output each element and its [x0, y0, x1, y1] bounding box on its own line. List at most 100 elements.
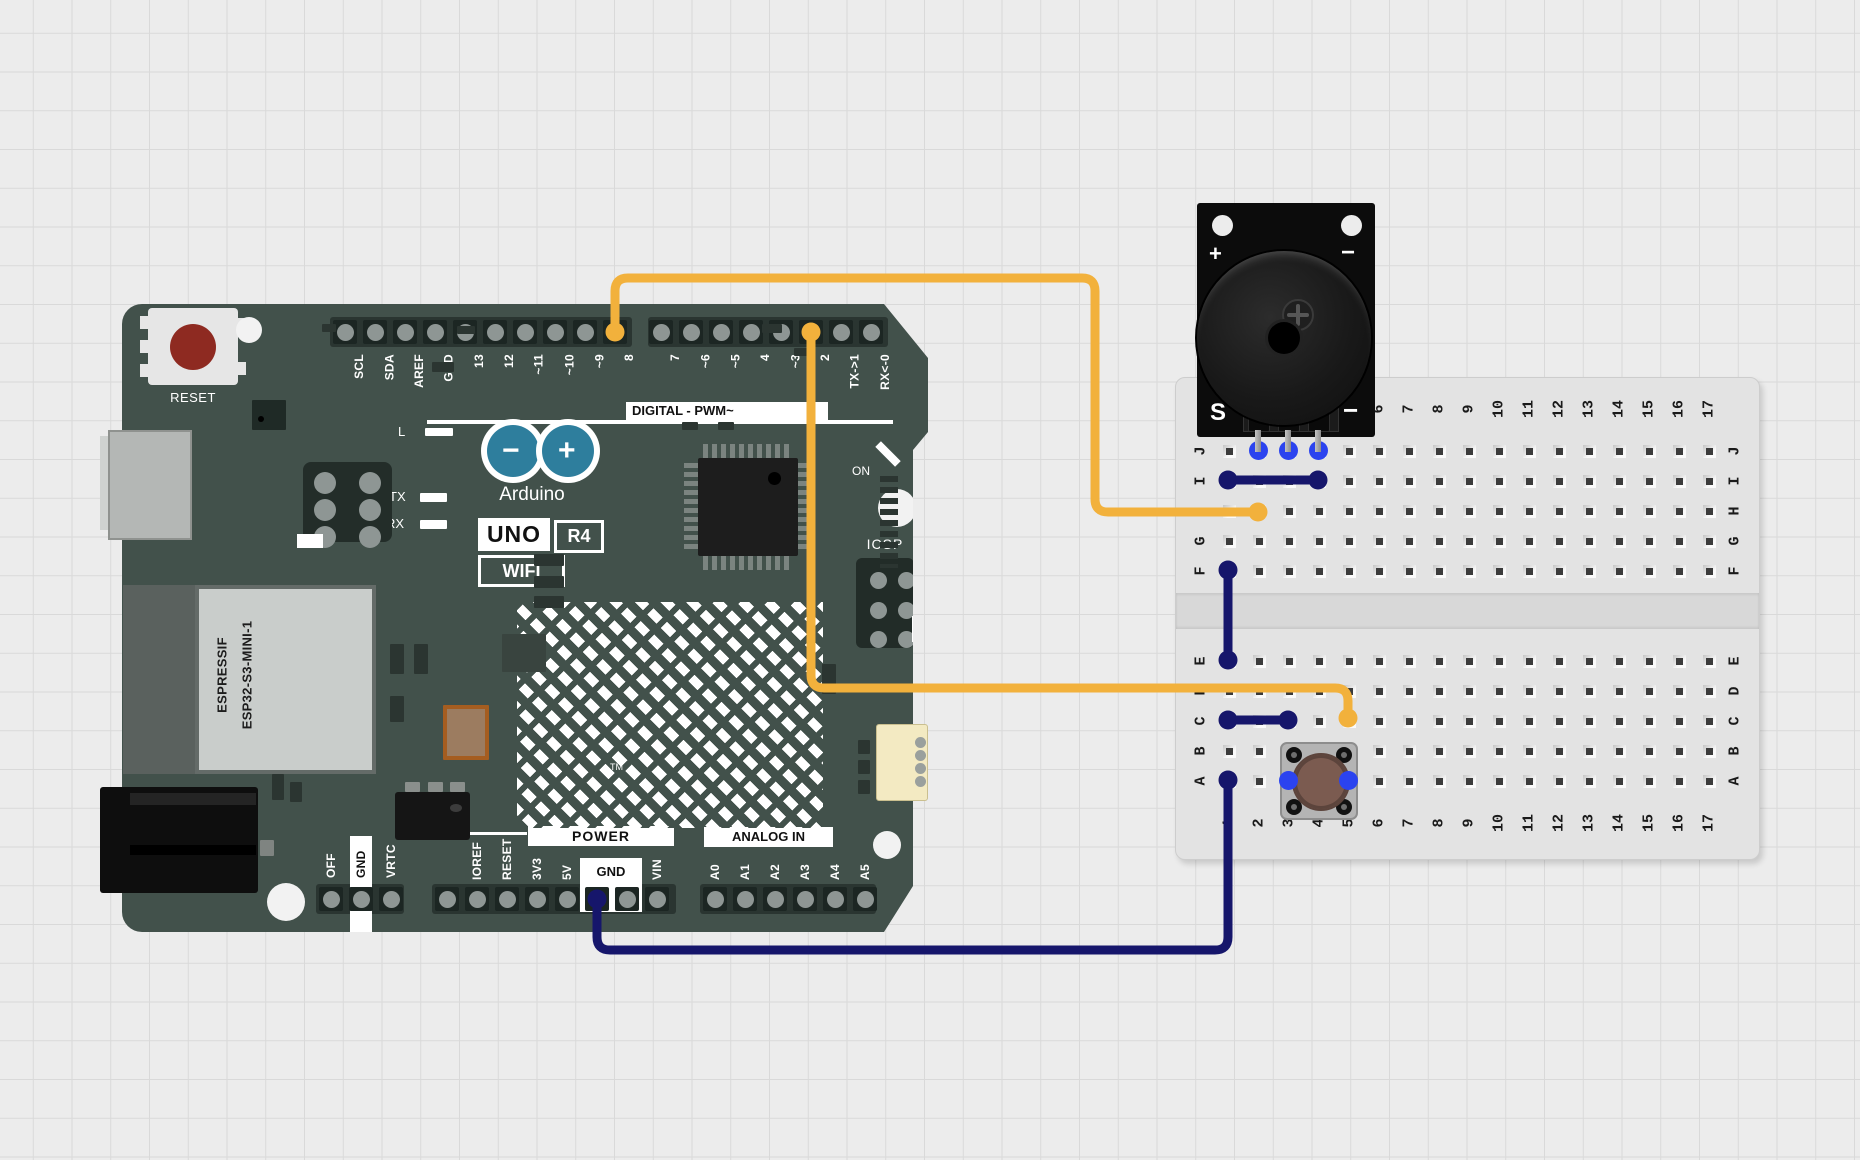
- breadboard-hole-D17[interactable]: [1702, 684, 1716, 698]
- breadboard-hole-D13[interactable]: [1582, 684, 1596, 698]
- breadboard-hole-H15[interactable]: [1642, 504, 1656, 518]
- breadboard-hole-H9[interactable]: [1462, 504, 1476, 518]
- breadboard-hole-I2[interactable]: [1252, 474, 1266, 488]
- breadboard-hole-C16[interactable]: [1672, 714, 1686, 728]
- breadboard-hole-G13[interactable]: [1582, 534, 1596, 548]
- breadboard-hole-A10[interactable]: [1492, 774, 1506, 788]
- breadboard-hole-G17[interactable]: [1702, 534, 1716, 548]
- icsp-pin[interactable]: [870, 602, 887, 619]
- arduino-pin-A2[interactable]: [766, 890, 784, 908]
- arduino-pin-7[interactable]: [652, 323, 670, 341]
- arduino-pin-~9[interactable]: [576, 323, 594, 341]
- arduino-pin-A1[interactable]: [736, 890, 754, 908]
- arduino-pin-2[interactable]: [802, 323, 820, 341]
- arduino-pin-VIN[interactable]: [648, 890, 666, 908]
- breadboard-hole-E2[interactable]: [1252, 654, 1266, 668]
- breadboard-hole-H1[interactable]: [1222, 504, 1236, 518]
- icsp-pin[interactable]: [870, 572, 887, 589]
- breadboard-hole-J8[interactable]: [1432, 444, 1446, 458]
- breadboard-hole-D11[interactable]: [1522, 684, 1536, 698]
- breadboard-hole-F9[interactable]: [1462, 564, 1476, 578]
- breadboard-hole-I8[interactable]: [1432, 474, 1446, 488]
- breadboard-hole-I5[interactable]: [1342, 474, 1356, 488]
- breadboard-hole-H12[interactable]: [1552, 504, 1566, 518]
- breadboard-hole-D4[interactable]: [1312, 684, 1326, 698]
- breadboard-hole-A13[interactable]: [1582, 774, 1596, 788]
- breadboard-hole-I15[interactable]: [1642, 474, 1656, 488]
- breadboard-hole-A2[interactable]: [1252, 774, 1266, 788]
- breadboard-hole-G9[interactable]: [1462, 534, 1476, 548]
- breadboard-hole-I17[interactable]: [1702, 474, 1716, 488]
- breadboard-hole-G7[interactable]: [1402, 534, 1416, 548]
- arduino-pin-GND[interactable]: [426, 323, 444, 341]
- breadboard-hole-F5[interactable]: [1342, 564, 1356, 578]
- breadboard-hole-I7[interactable]: [1402, 474, 1416, 488]
- breadboard-hole-F14[interactable]: [1612, 564, 1626, 578]
- breadboard-hole-J9[interactable]: [1462, 444, 1476, 458]
- breadboard-hole-G3[interactable]: [1282, 534, 1296, 548]
- reset-button-cap[interactable]: [170, 324, 216, 370]
- breadboard-hole-J15[interactable]: [1642, 444, 1656, 458]
- breadboard-hole-D5[interactable]: [1342, 684, 1356, 698]
- breadboard-hole-G4[interactable]: [1312, 534, 1326, 548]
- breadboard-hole-B11[interactable]: [1522, 744, 1536, 758]
- arduino-pin-AREF[interactable]: [396, 323, 414, 341]
- breadboard-hole-F16[interactable]: [1672, 564, 1686, 578]
- breadboard-hole-H17[interactable]: [1702, 504, 1716, 518]
- breadboard-hole-F7[interactable]: [1402, 564, 1416, 578]
- breadboard-hole-E8[interactable]: [1432, 654, 1446, 668]
- arduino-pin[interactable]: [618, 890, 636, 908]
- usb-connector[interactable]: [108, 430, 192, 540]
- icsp-pin[interactable]: [870, 631, 887, 648]
- breadboard-hole-G16[interactable]: [1672, 534, 1686, 548]
- arduino-pin-VRTC[interactable]: [382, 890, 400, 908]
- breadboard-hole-H13[interactable]: [1582, 504, 1596, 518]
- arduino-pin-3V3[interactable]: [528, 890, 546, 908]
- breadboard-hole-C13[interactable]: [1582, 714, 1596, 728]
- breadboard-hole-E14[interactable]: [1612, 654, 1626, 668]
- breadboard-hole-A15[interactable]: [1642, 774, 1656, 788]
- breadboard-hole-D14[interactable]: [1612, 684, 1626, 698]
- breadboard-hole-D6[interactable]: [1372, 684, 1386, 698]
- arduino-pin-12[interactable]: [486, 323, 504, 341]
- breadboard-hole-C10[interactable]: [1492, 714, 1506, 728]
- breadboard-hole-G14[interactable]: [1612, 534, 1626, 548]
- breadboard-hole-J14[interactable]: [1612, 444, 1626, 458]
- breadboard-hole-E4[interactable]: [1312, 654, 1326, 668]
- breadboard-hole-B1[interactable]: [1222, 744, 1236, 758]
- breadboard-hole-J5[interactable]: [1342, 444, 1356, 458]
- breadboard-hole-E10[interactable]: [1492, 654, 1506, 668]
- breadboard-hole-G11[interactable]: [1522, 534, 1536, 548]
- breadboard-hole-J12[interactable]: [1552, 444, 1566, 458]
- breadboard-hole-B16[interactable]: [1672, 744, 1686, 758]
- breadboard-hole-H3[interactable]: [1282, 504, 1296, 518]
- arduino-pin-~5[interactable]: [712, 323, 730, 341]
- breadboard-hole-E15[interactable]: [1642, 654, 1656, 668]
- barrel-jack[interactable]: [100, 787, 258, 893]
- breadboard-hole-J7[interactable]: [1402, 444, 1416, 458]
- breadboard-hole-C4[interactable]: [1312, 714, 1326, 728]
- breadboard-hole-F1[interactable]: [1222, 564, 1236, 578]
- buzzer-module[interactable]: + − S −: [1197, 203, 1375, 452]
- breadboard-hole-C3[interactable]: [1282, 714, 1296, 728]
- connection-dot-A3[interactable]: [1278, 770, 1298, 790]
- breadboard-hole-C1[interactable]: [1222, 714, 1236, 728]
- breadboard-hole-E11[interactable]: [1522, 654, 1536, 668]
- breadboard-hole-G2[interactable]: [1252, 534, 1266, 548]
- breadboard-hole-F4[interactable]: [1312, 564, 1326, 578]
- breadboard-hole-D1[interactable]: [1222, 684, 1236, 698]
- breadboard-hole-H8[interactable]: [1432, 504, 1446, 518]
- arduino-pin-RX<-0[interactable]: [862, 323, 880, 341]
- breadboard-hole-H5[interactable]: [1342, 504, 1356, 518]
- breadboard-hole-F10[interactable]: [1492, 564, 1506, 578]
- arduino-pin-8[interactable]: [606, 323, 624, 341]
- breadboard-hole-H4[interactable]: [1312, 504, 1326, 518]
- breadboard-hole-C2[interactable]: [1252, 714, 1266, 728]
- breadboard-hole-H10[interactable]: [1492, 504, 1506, 518]
- breadboard-hole-D2[interactable]: [1252, 684, 1266, 698]
- breadboard-hole-J10[interactable]: [1492, 444, 1506, 458]
- breadboard-hole-F2[interactable]: [1252, 564, 1266, 578]
- breadboard-hole-B10[interactable]: [1492, 744, 1506, 758]
- breadboard-hole-J1[interactable]: [1222, 444, 1236, 458]
- breadboard-hole-E12[interactable]: [1552, 654, 1566, 668]
